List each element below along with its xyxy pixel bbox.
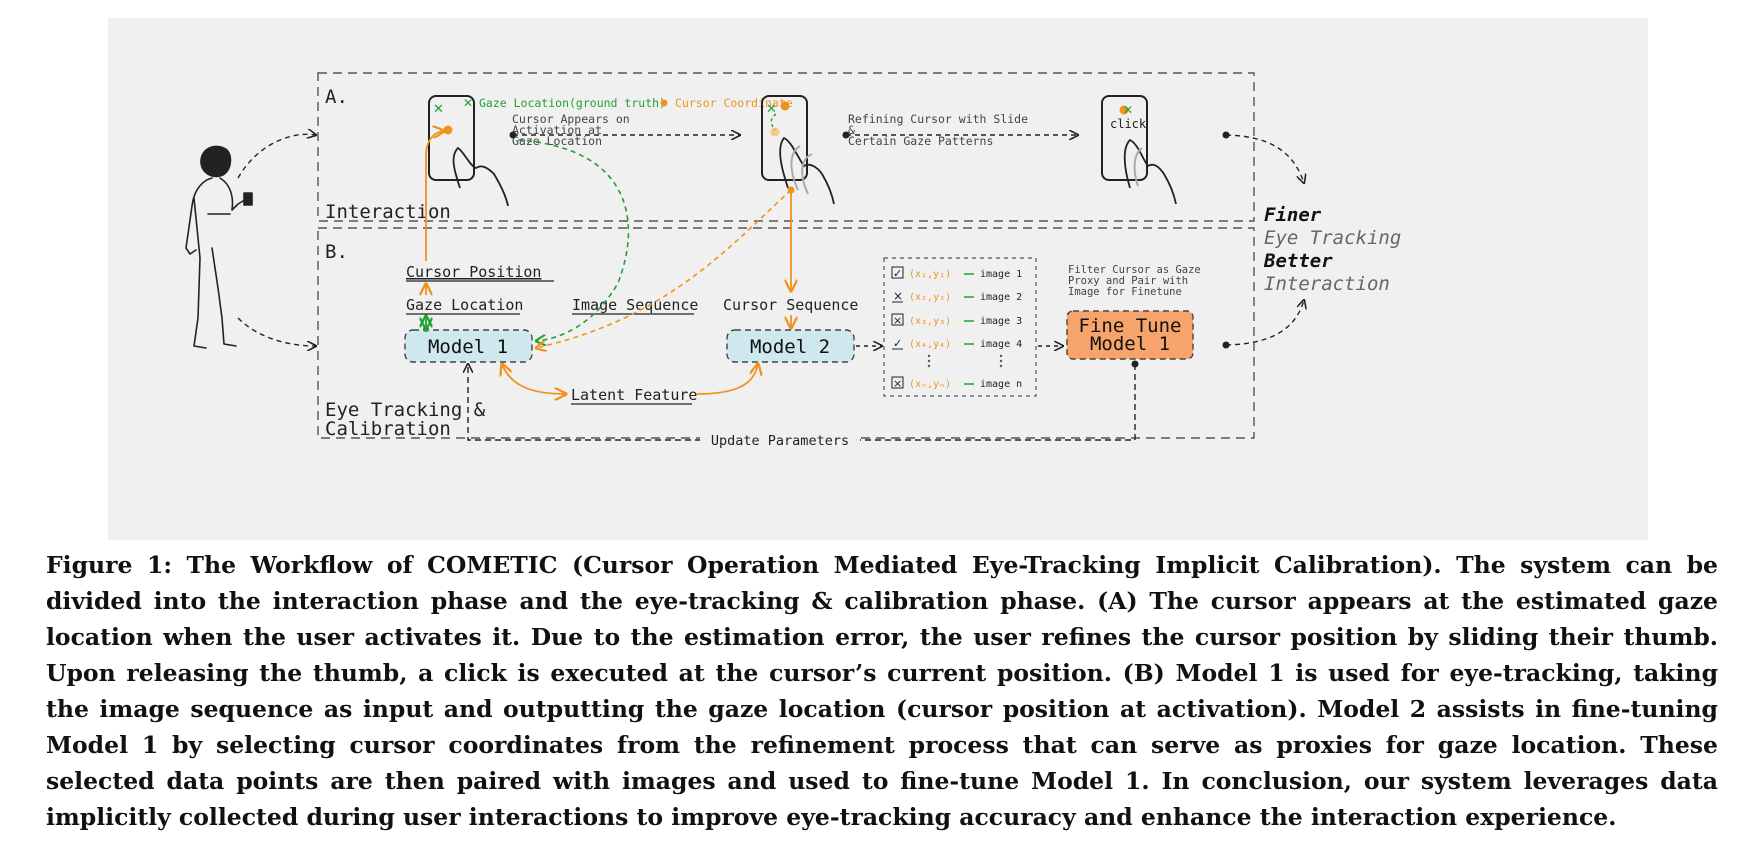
arrow-image-sequence-green bbox=[517, 139, 630, 341]
legend-gaze-label: Gaze Location(ground truth) bbox=[479, 96, 666, 110]
finetune-box bbox=[1066, 310, 1194, 360]
phone-1-hand-icon bbox=[452, 146, 509, 207]
outcome-better: Better bbox=[1263, 250, 1333, 272]
latent-feature-label: Latent Feature bbox=[571, 386, 697, 404]
candidate-check: ✓ bbox=[893, 337, 902, 350]
phone-click: ✕ click bbox=[1101, 95, 1177, 205]
candidate-check: ✓ bbox=[893, 267, 902, 280]
arrow-to-outcome-top bbox=[1225, 134, 1304, 183]
cursor-marker-icon bbox=[660, 99, 668, 107]
update-parameters-label: Update Parameters bbox=[711, 433, 849, 449]
candidate-check: × bbox=[893, 289, 903, 303]
candidate-coord: (x₄,y₄) bbox=[909, 339, 951, 350]
legend: ✕ Gaze Location(ground truth) Cursor Coo… bbox=[463, 96, 793, 110]
candidate-coord: (xₙ,yₙ) bbox=[909, 379, 951, 390]
figure-caption: Figure 1: The Workflow of COMETIC (Curso… bbox=[46, 551, 1718, 831]
candidate-image: image 3 bbox=[980, 316, 1022, 327]
candidate-checkbox bbox=[891, 266, 904, 279]
outcome-finer: Finer bbox=[1264, 204, 1322, 226]
model-1-box bbox=[404, 329, 533, 363]
arrow-cursor-position-to-phone bbox=[425, 131, 444, 261]
update-parameters-loop bbox=[468, 364, 1136, 441]
outcome-eye-tracking: Eye Tracking bbox=[1264, 227, 1401, 249]
candidate-image: image n bbox=[980, 379, 1022, 390]
cursor-position-label: Cursor Position bbox=[406, 263, 541, 281]
model-2-label: Model 2 bbox=[750, 336, 830, 358]
gaze-marker-icon: ✕ bbox=[463, 96, 473, 110]
gaze-location-label: Gaze Location bbox=[406, 296, 523, 314]
phone-3-release-motion bbox=[1133, 147, 1143, 187]
phone-1-gaze-icon: ✕ bbox=[433, 102, 444, 117]
finetune-label-line1: Fine Tune bbox=[1079, 315, 1182, 337]
interaction-frame bbox=[317, 72, 1255, 222]
candidate-list: ✓ (x₁,y₁) image 1 × (x₂,y₂) image 2 × (x… bbox=[891, 266, 1022, 390]
candidate-coord: (x₂,y₂) bbox=[909, 292, 951, 303]
candidate-ellipsis bbox=[927, 354, 1003, 368]
model-2-box bbox=[726, 329, 855, 363]
phone-refinement: ✕ Refining Cursor with Slide & Certain G… bbox=[761, 95, 1028, 205]
candidate-image: image 2 bbox=[980, 292, 1022, 303]
arrow-phone2-to-model1 bbox=[536, 189, 792, 348]
arrow-latent-to-model2 bbox=[695, 364, 758, 395]
workflow-diagram: A. B. Interaction Eye Tracking & Calibra… bbox=[185, 72, 1401, 450]
phone-3-click-text: click bbox=[1110, 117, 1147, 131]
phone-2-gaze-icon: ✕ bbox=[766, 102, 777, 117]
candidate-list-box bbox=[883, 257, 1037, 397]
candidate-check: × bbox=[893, 314, 902, 327]
phone-activation: ✕ Cursor Appears on Activation at Gaze L… bbox=[428, 95, 630, 207]
candidate-image: image 1 bbox=[980, 269, 1022, 280]
phone-3-hand-icon bbox=[1123, 138, 1177, 205]
user-figure-icon bbox=[185, 145, 253, 349]
phone-3-body bbox=[1101, 95, 1148, 181]
figure-panel: A. B. Interaction Eye Tracking & Calibra… bbox=[108, 18, 1648, 540]
outcome-interaction: Interaction bbox=[1264, 273, 1390, 295]
phone-2-note-line1: Refining Cursor with Slide bbox=[848, 112, 1028, 126]
phone-1-body bbox=[428, 95, 475, 181]
phone-3-cursor-dot bbox=[1119, 105, 1129, 115]
update-parameters-label-bg bbox=[700, 430, 860, 450]
filter-note-line2: Proxy and Pair with bbox=[1068, 275, 1188, 287]
phone-2-slide-motion bbox=[790, 145, 813, 195]
phone-2-cursor-trail-dot bbox=[770, 127, 780, 137]
phone-2-hand-icon bbox=[779, 136, 835, 205]
phone-1-note-line2: Activation at bbox=[512, 123, 602, 137]
phone-2-cursor-dot bbox=[780, 101, 790, 111]
finetune-label-line2: Model 1 bbox=[1090, 333, 1170, 355]
cursor-sequence-label: Cursor Sequence bbox=[723, 296, 858, 314]
filter-note-line3: Image for Finetune bbox=[1068, 286, 1182, 298]
filter-note-line1: Filter Cursor as Gaze bbox=[1068, 264, 1201, 276]
connector-dot bbox=[423, 326, 429, 332]
eye-tracking-label-line1: Eye Tracking & bbox=[325, 399, 486, 421]
phone-3-gaze-icon: ✕ bbox=[1123, 103, 1133, 117]
candidate-coord: (x₃,y₃) bbox=[909, 316, 951, 327]
arrow-user-to-interaction bbox=[237, 134, 316, 179]
phone-1-cursor-dot bbox=[443, 125, 453, 135]
candidate-image: image 4 bbox=[980, 339, 1022, 350]
section-a-label: A. bbox=[325, 86, 348, 108]
phone-2-body bbox=[761, 95, 808, 181]
interaction-label: Interaction bbox=[325, 201, 451, 223]
arrow-model1-to-latent bbox=[502, 364, 566, 394]
phone-2-note-line3: Certain Gaze Patterns bbox=[848, 134, 993, 148]
candidate-coord: (x₁,y₁) bbox=[909, 269, 951, 280]
eye-tracking-label-line2: Calibration bbox=[325, 418, 451, 440]
arrow-user-to-eye-tracking bbox=[237, 317, 316, 346]
model-1-label: Model 1 bbox=[428, 336, 508, 358]
image-sequence-label: Image Sequence bbox=[572, 296, 698, 314]
phone-2-note-line2: & bbox=[848, 123, 855, 137]
phone-2-gaze-trail bbox=[770, 113, 777, 131]
phone-1-note-line1: Cursor Appears on bbox=[512, 112, 630, 126]
phone-1-note-line3: Gaze Location bbox=[512, 134, 602, 148]
candidate-check: × bbox=[893, 377, 902, 390]
candidate-checkbox bbox=[891, 376, 904, 389]
section-b-label: B. bbox=[325, 241, 348, 263]
candidate-checkbox bbox=[891, 313, 904, 326]
arrow-to-outcome-bottom bbox=[1225, 300, 1304, 346]
